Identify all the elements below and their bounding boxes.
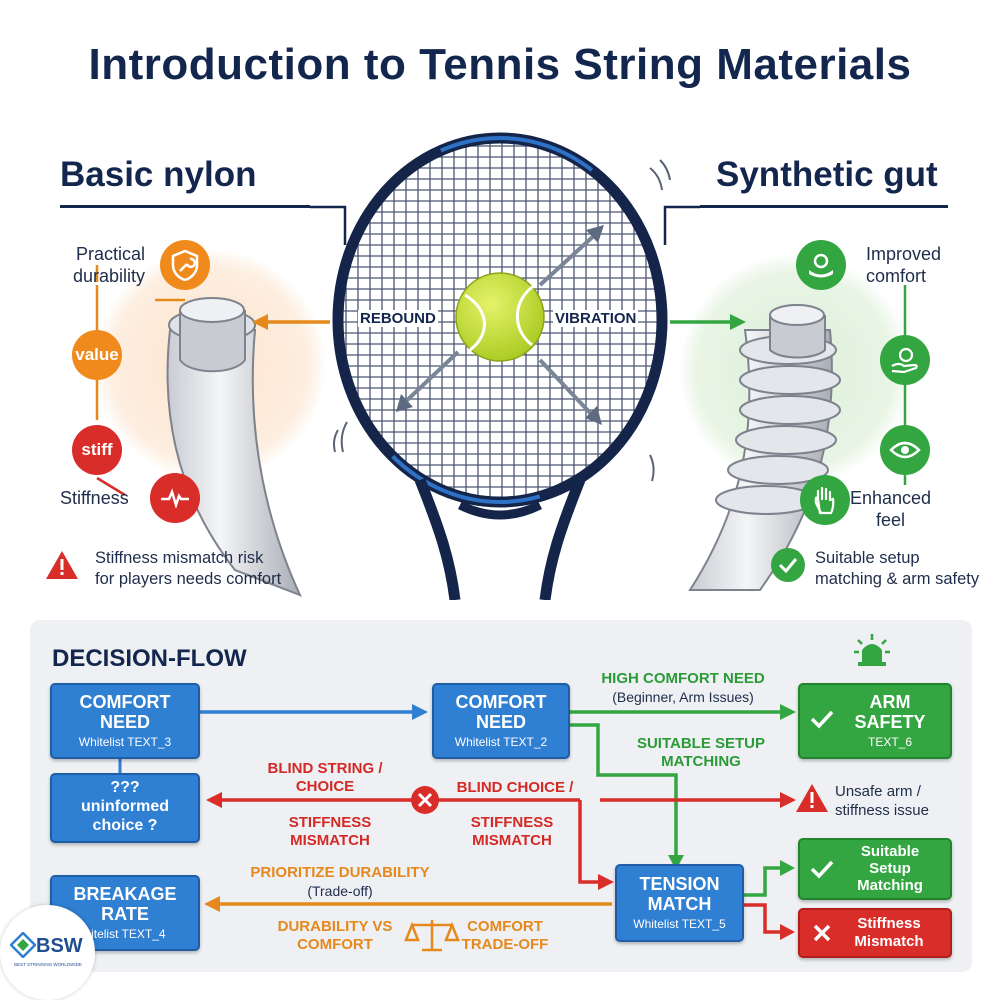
stiff-badge: stiff: [72, 425, 122, 475]
eye-icon: [880, 425, 930, 475]
synthetic-gut-tube: [688, 304, 841, 591]
x-icon: [813, 924, 831, 942]
arm-safety-box[interactable]: ARM SAFETY TEXT_6: [798, 683, 952, 759]
basic-nylon-heading: Basic nylon: [60, 155, 257, 194]
comfort-need-box-mid[interactable]: COMFORT NEED Whitelist TEXT_2: [432, 683, 570, 759]
tradeoff-sub: (Trade-off): [307, 883, 373, 899]
suitable-setup-label: SUITABLE SETUP MATCHING: [636, 735, 766, 770]
rebound-label: REBOUND: [358, 310, 438, 327]
comfort-tradeoff-label: COMFORT TRADE-OFF: [461, 918, 549, 953]
basic-nylon-underline: [60, 205, 310, 208]
stiffness-mismatch-box[interactable]: Stiffness Mismatch: [798, 908, 952, 958]
left-connector: [310, 205, 347, 245]
tennis-ball: [455, 272, 545, 362]
comfort-need-left-sub: Whitelist TEXT_3: [78, 735, 172, 749]
vibration-label: VIBRATION: [553, 310, 639, 327]
suitable-setup-text: Suitable Setup Matching: [857, 843, 923, 894]
prioritize-title: PRIORITIZE DURABILITY: [250, 864, 430, 881]
check-icon: [810, 710, 834, 729]
suitable-setup-box[interactable]: Suitable Setup Matching: [798, 838, 952, 900]
bsw-logo-text: BSW: [36, 935, 83, 957]
arm-safety-title: ARM SAFETY: [854, 692, 926, 732]
bsw-logo-mark: [10, 932, 36, 958]
stiffness-warning-text: Stiffness mismatch risk for players need…: [95, 549, 282, 588]
high-comfort-sub: (Beginner, Arm Issues): [612, 689, 754, 705]
tension-match-title: TENSION MATCH: [639, 874, 720, 914]
durability-vs-comfort-label: DURABILITY VS COMFORT: [277, 918, 393, 953]
comfort-need-left-title: COMFORT NEED: [79, 692, 171, 732]
bsw-logo-sub: BEST STRINGING WORLDWIDE: [14, 962, 82, 967]
rebound-arrows: [400, 230, 600, 420]
check-circle-icon: [771, 548, 805, 582]
unsafe-label: Unsafe arm / stiffness issue: [835, 783, 929, 819]
smile-comfort-icon: [796, 240, 846, 290]
stiffness-mismatch-text: Stiffness Mismatch: [854, 915, 924, 950]
comfort-need-mid-title: COMFORT NEED: [455, 692, 547, 732]
value-badge: value: [72, 330, 122, 380]
stiffness-label: Stiffness: [60, 488, 129, 508]
blind-string-label: BLIND STRING / CHOICE: [267, 760, 383, 795]
tension-match-sub: Whitelist TEXT_5: [633, 917, 726, 931]
uninformed-choice-text: ??? uninformed choice ?: [81, 779, 169, 834]
check-icon: [810, 860, 834, 879]
hand-care-icon: [880, 335, 930, 385]
improved-comfort-label: Improved comfort: [866, 244, 942, 286]
heartbeat-icon: [150, 473, 200, 523]
high-comfort-title: HIGH COMFORT NEED: [601, 670, 765, 687]
bsw-logo: BSW BEST STRINGING WORLDWIDE: [0, 905, 95, 1000]
synthetic-gut-underline: [700, 205, 948, 208]
breakage-rate-title: BREAKAGE RATE: [73, 884, 177, 924]
warning-icon: [45, 550, 79, 585]
comfort-need-box-left[interactable]: COMFORT NEED Whitelist TEXT_3: [50, 683, 200, 759]
hand-feel-icon: [800, 475, 850, 525]
comfort-need-mid-sub: Whitelist TEXT_2: [454, 735, 548, 749]
right-connector: [663, 205, 700, 245]
page-title: Introduction to Tennis String Materials: [88, 40, 912, 89]
racket-illustration: [95, 132, 907, 600]
nylon-string-tube: [166, 297, 302, 597]
racket-throat: [414, 477, 586, 600]
blind-choice-label: BLIND CHOICE /: [456, 779, 574, 796]
prioritize-durability-label: PRIORITIZE DURABILITY (Trade-off): [225, 864, 455, 900]
high-comfort-label: HIGH COMFORT NEED (Beginner, Arm Issues): [588, 670, 778, 706]
breakage-rate-sub: hitelist TEXT_4: [84, 927, 166, 941]
uninformed-choice-box[interactable]: ??? uninformed choice ?: [50, 773, 200, 843]
practical-durability-label: Practical durability: [72, 244, 145, 286]
synthetic-gut-heading: Synthetic gut: [716, 155, 938, 194]
suitable-setup-note: Suitable setup matching & arm safety: [815, 549, 980, 588]
enhanced-feel-label: Enhanced feel: [850, 488, 932, 530]
stiffness-mismatch-label-1: STIFFNESS MISMATCH: [288, 814, 372, 849]
arm-safety-sub: TEXT_6: [867, 735, 912, 749]
wrench-shield-icon: [160, 240, 210, 290]
tension-match-box[interactable]: TENSION MATCH Whitelist TEXT_5: [615, 864, 744, 942]
alarm-light-icon: [852, 632, 892, 673]
stiffness-mismatch-label-2: STIFFNESS MISMATCH: [470, 814, 554, 849]
decision-flow-heading: DECISION-FLOW: [52, 645, 247, 672]
